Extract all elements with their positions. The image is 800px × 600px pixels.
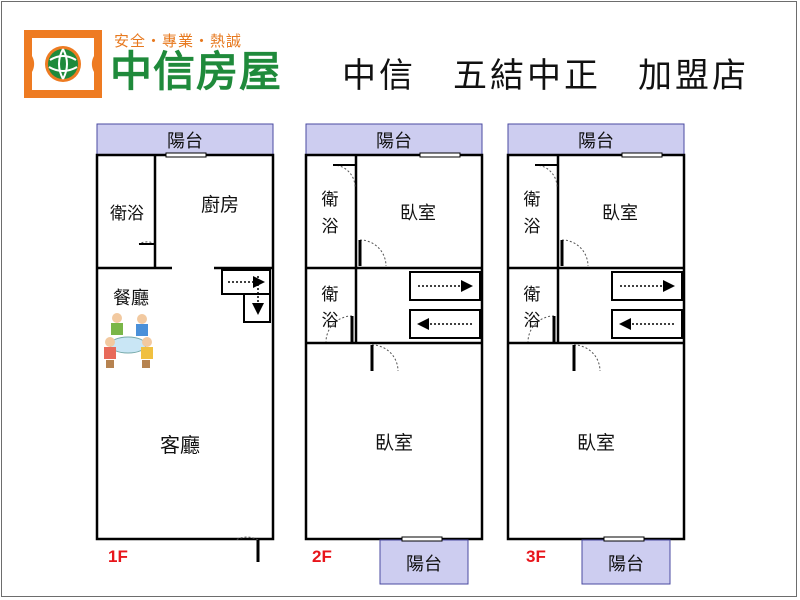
dining-family-icon xyxy=(104,313,153,368)
stairs-2f xyxy=(409,271,481,339)
balcony-3f-top-label: 陽台 xyxy=(578,131,614,152)
floor-3f-outline xyxy=(506,153,686,541)
living-1f-label: 客廳 xyxy=(160,433,200,457)
bedroom2-3f-label: 臥室 xyxy=(577,432,615,454)
floor-2f-label: 2F xyxy=(312,547,332,566)
bath2-3f-label-a: 衛 xyxy=(524,285,541,305)
balcony-2f-bottom xyxy=(379,539,469,585)
stairs-1f xyxy=(221,269,271,323)
floor-3f: 陽台 衛 浴 臥室 衛 浴 臥室 陽台 3F xyxy=(506,123,686,585)
floor-2f-outline xyxy=(304,153,484,541)
bath2-3f-label-b: 浴 xyxy=(524,311,541,331)
company-logo: 安全・專業・熱誠 中信房屋 xyxy=(24,30,304,100)
brand-name: 中信房屋 xyxy=(110,47,283,96)
balcony-2f-bottom-label: 陽台 xyxy=(406,554,442,575)
store-name: 中信 五結中正 加盟店 xyxy=(342,56,749,96)
bedroom1-3f-label: 臥室 xyxy=(602,203,638,224)
logo-globe-icon xyxy=(24,30,102,98)
balcony-2f-top-label: 陽台 xyxy=(376,131,412,152)
bedroom2-2f-label: 臥室 xyxy=(375,432,413,454)
bath1-2f-label-b: 浴 xyxy=(322,217,339,237)
bath1-3f-label-a: 衛 xyxy=(524,190,541,210)
bath1-2f-label-a: 衛 xyxy=(322,190,339,210)
bath2-2f-label-a: 衛 xyxy=(322,285,339,305)
dining-1f-label: 餐廳 xyxy=(113,288,149,309)
floor-1f: 陽台 衛浴 廚房 餐廳 客廳 1F xyxy=(95,123,275,566)
floor-1f-label: 1F xyxy=(108,547,128,566)
bath-1f-label: 衛浴 xyxy=(110,204,144,224)
bath1-3f-label-b: 浴 xyxy=(524,217,541,237)
bath2-2f-label-b: 浴 xyxy=(322,311,339,331)
balcony-1f xyxy=(96,123,274,156)
floor-3f-label: 3F xyxy=(526,547,546,566)
balcony-1f-label: 陽台 xyxy=(167,131,203,152)
company-slogan: 安全・專業・熱誠 xyxy=(114,32,243,50)
balcony-3f-bottom-label: 陽台 xyxy=(608,554,644,575)
kitchen-1f-label: 廚房 xyxy=(201,193,239,216)
balcony-2f-top xyxy=(305,123,483,156)
balcony-3f-bottom xyxy=(581,539,671,585)
stairs-3f xyxy=(611,271,683,339)
floor-2f: 陽台 衛 浴 臥室 衛 浴 臥室 陽台 2F xyxy=(304,123,484,585)
balcony-3f-top xyxy=(507,123,685,156)
bedroom1-2f-label: 臥室 xyxy=(400,203,436,224)
logo-emblem xyxy=(24,30,102,98)
